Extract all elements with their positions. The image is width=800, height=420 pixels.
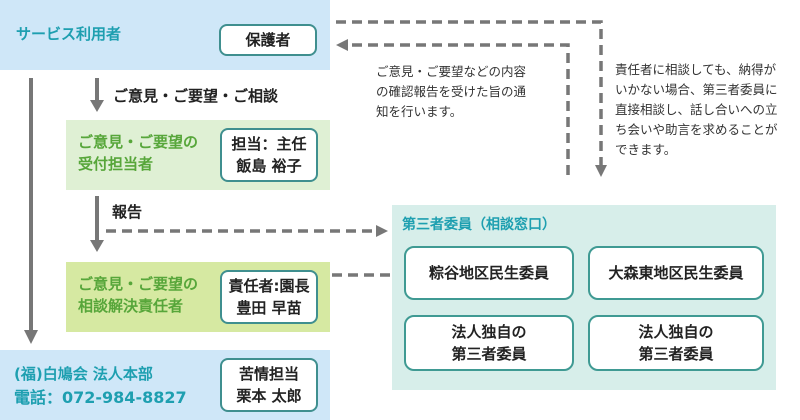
headquarters-name: (福)白鳩会 法人本部	[14, 365, 153, 383]
third-party-arrowhead	[376, 225, 388, 237]
reception-title: ご意見・ご要望の 受付担当者	[78, 133, 199, 173]
escalation-dashed-line	[336, 20, 603, 165]
step1-label: ご意見・ご要望・ご相談	[113, 87, 279, 105]
third-party-title: 第三者委員（相談窓口）	[402, 217, 556, 233]
third-party-member: 粽谷地区民生委員	[404, 246, 574, 300]
reception-person-tag: 担当：主任 飯島 裕子	[220, 128, 318, 182]
third-party-member: 大森東地区民生委員	[588, 246, 764, 300]
confirmation-note: ご意見・ご要望などの内容 の確認報告を受けた旨の通 知を行います。	[376, 64, 527, 119]
headquarters-phone: 電話：072-984-8827	[14, 388, 187, 407]
escalation-arrowhead	[595, 165, 607, 177]
confirmation-arrowhead	[336, 39, 348, 51]
resolution-person-tag: 責任者:園長 豊田 早苗	[220, 270, 318, 324]
escalation-note: 責任者に相談しても、納得が いかない場合、第三者委員に 直接相談し、話し合いへの…	[615, 62, 778, 157]
report-arrowhead	[90, 240, 104, 252]
main-flow-arrowhead	[24, 330, 38, 344]
confirmation-dashed-line	[348, 43, 570, 175]
guardian-tag: 保護者	[219, 24, 317, 56]
guardian-label: 保護者	[245, 31, 291, 49]
third-party-member: 法人独自の 第三者委員	[404, 315, 574, 371]
report-label: 報告	[112, 203, 143, 221]
step1-arrowhead	[90, 100, 104, 112]
complaint-person-tag: 苦情担当 栗本 太郎	[220, 358, 318, 412]
service-user-title: サービス利用者	[16, 25, 122, 43]
resolution-title: ご意見・ご要望の 相談解決責任者	[78, 275, 199, 315]
headquarters-info: (福)白鳩会 法人本部 電話：072-984-8827	[14, 362, 187, 410]
third-party-member: 法人独自の 第三者委員	[588, 315, 764, 371]
